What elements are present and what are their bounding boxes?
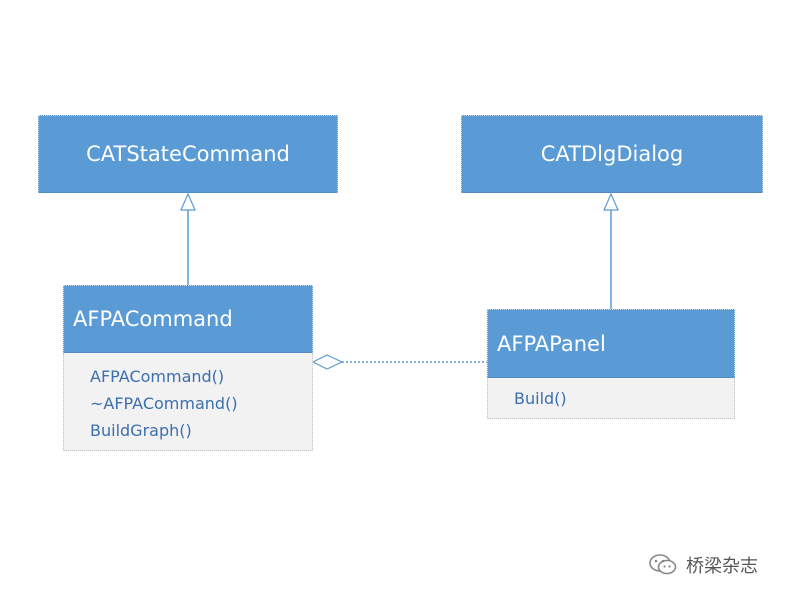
inheritance-arrowhead-panel [603,192,619,211]
class-header: CATStateCommand [38,115,338,193]
class-header: AFPAPanel [487,309,735,378]
inheritance-arrowhead-command [180,192,196,211]
watermark: 桥梁杂志 [648,552,758,578]
class-afpa-panel: AFPAPanel Build() [487,309,735,419]
class-name: AFPACommand [73,307,233,331]
class-afpa-command: AFPACommand AFPACommand() ~AFPACommand()… [63,285,313,451]
watermark-text: 桥梁杂志 [686,556,758,577]
method-constructor: AFPACommand() [90,367,225,386]
method-build: Build() [514,389,567,408]
class-cat-state-command: CATStateCommand [38,115,338,193]
class-name: AFPAPanel [497,331,606,356]
class-members: Build() [487,378,735,419]
method-destructor: ~AFPACommand() [90,394,238,413]
class-cat-dlg-dialog: CATDlgDialog [461,115,763,193]
aggregation-diamond [311,354,344,370]
class-name: CATStateCommand [86,142,290,166]
class-name: CATDlgDialog [540,142,684,166]
wechat-chat-icon [649,554,677,575]
class-header: AFPACommand [63,285,313,353]
class-members: AFPACommand() ~AFPACommand() BuildGraph(… [63,353,313,451]
method-build-graph: BuildGraph() [90,421,192,440]
class-header: CATDlgDialog [461,115,763,193]
